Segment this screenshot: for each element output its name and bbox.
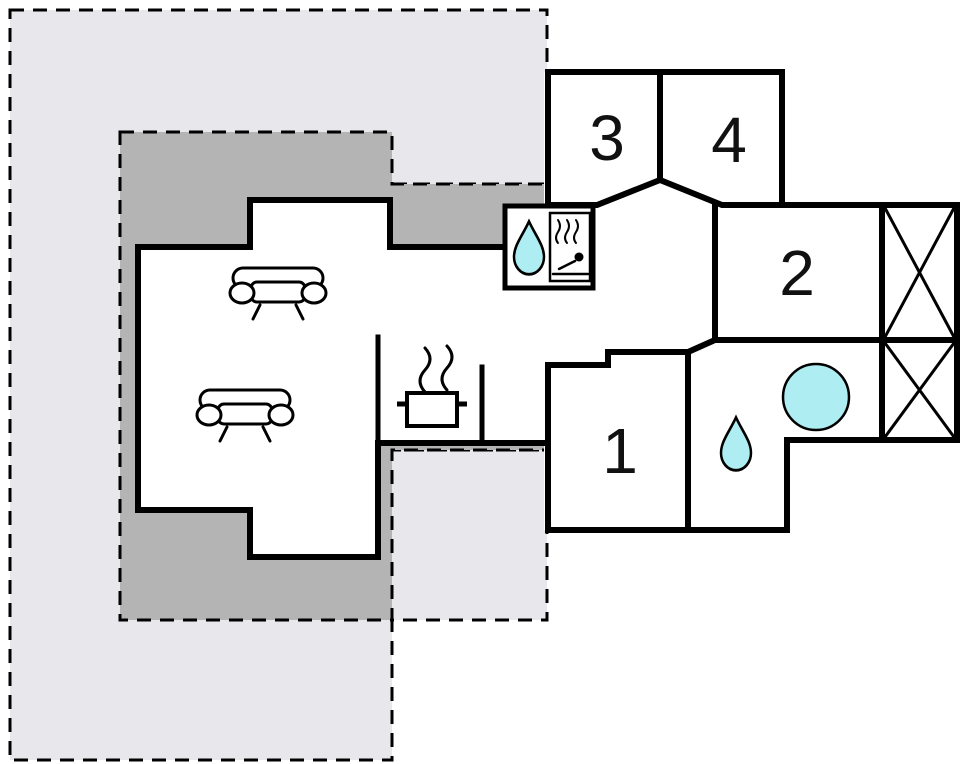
room-3-label: 3 bbox=[589, 102, 625, 174]
crossed-room-icon bbox=[883, 207, 956, 338]
room-1-label: 1 bbox=[602, 415, 638, 487]
hot-tub-icon bbox=[781, 362, 851, 432]
left-building-walls bbox=[135, 197, 550, 560]
right-building-outer-walls bbox=[545, 69, 960, 533]
stove-icon bbox=[397, 344, 467, 428]
sauna-icon bbox=[548, 211, 592, 283]
water-drop-icon bbox=[719, 414, 753, 472]
water-drop-icon bbox=[512, 218, 546, 276]
room-4-label: 4 bbox=[711, 104, 747, 176]
room-2-label: 2 bbox=[779, 237, 815, 309]
crossed-room-icon bbox=[883, 342, 956, 438]
room1-walls bbox=[545, 336, 719, 533]
